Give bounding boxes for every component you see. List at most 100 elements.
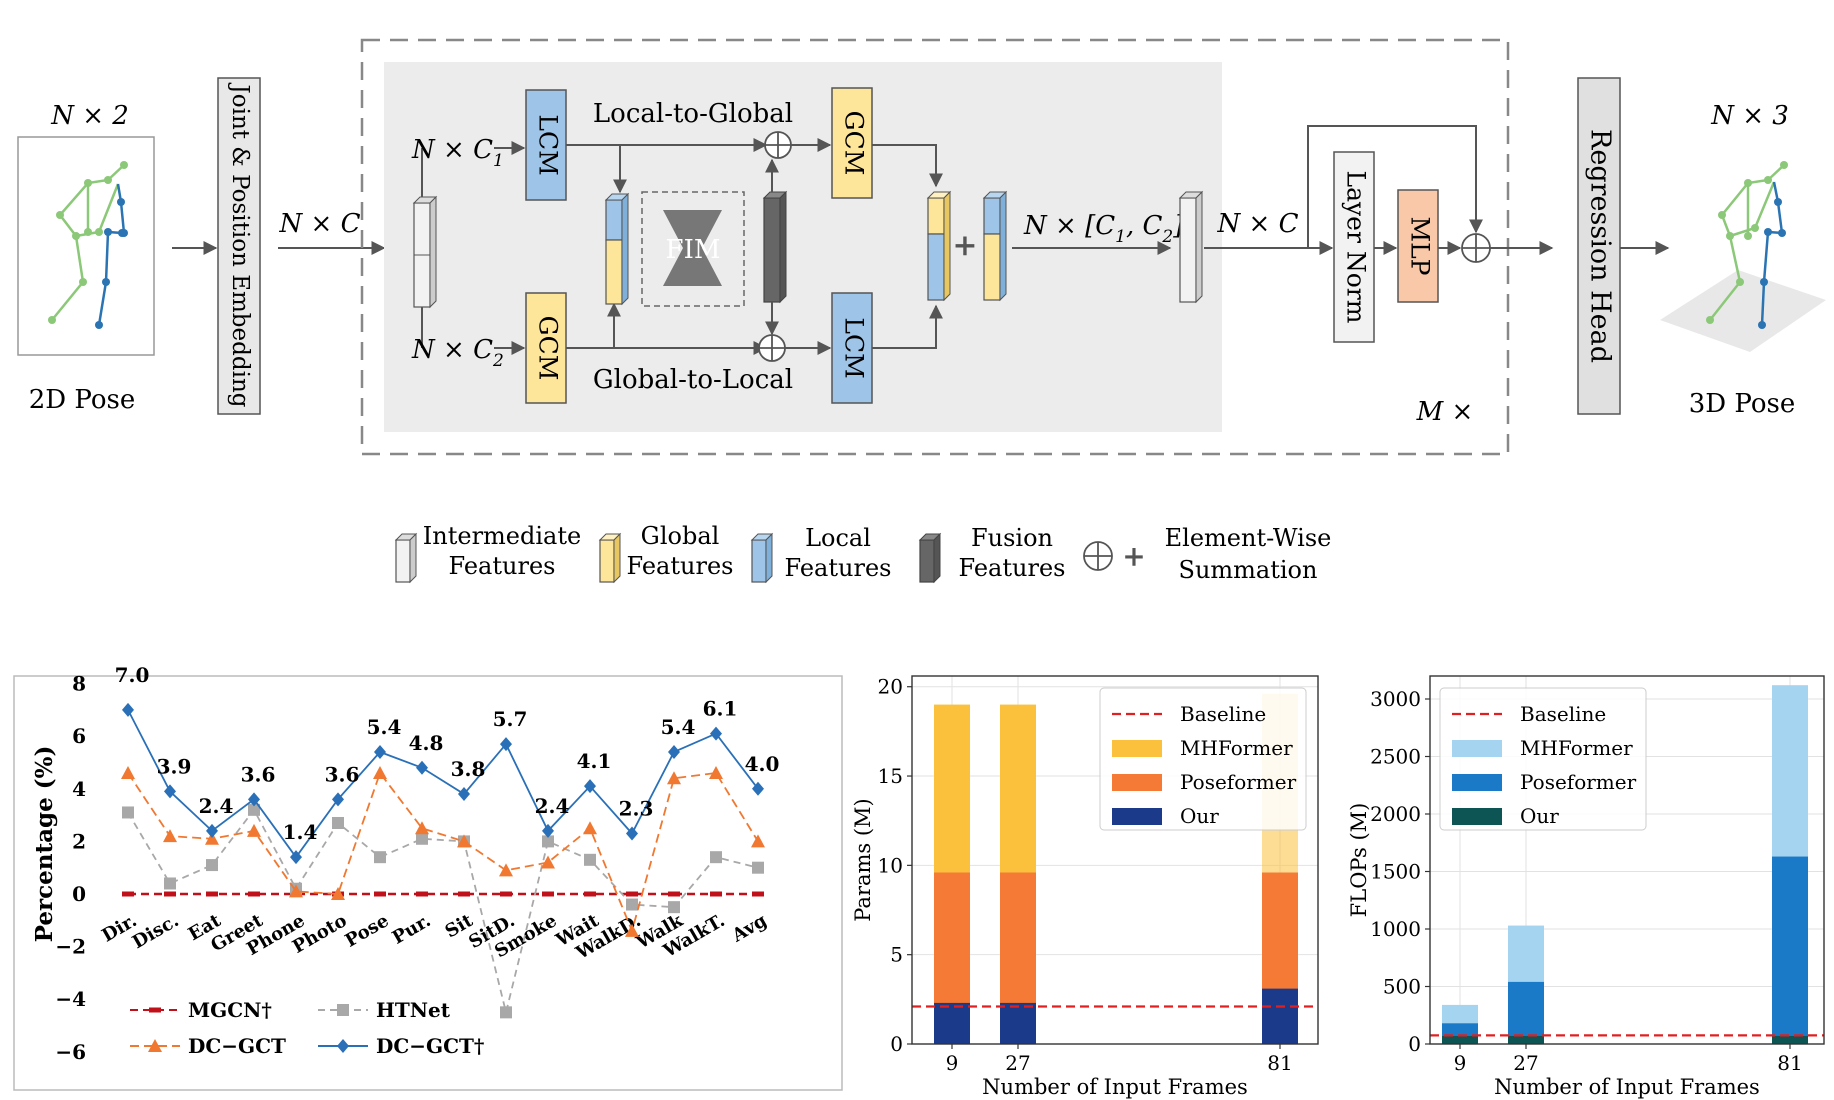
output-dim: N × 3 [1710,101,1789,131]
chart3-xlabel: Number of Input Frames [1494,1075,1760,1099]
chart1-ytick-label: −2 [55,935,86,959]
chart3-ytick-label: 500 [1383,975,1421,999]
chart1-point-diamond [206,823,218,838]
chart1-point-square [164,877,176,890]
chart1-point-diamond [122,702,134,717]
output-label: 3D Pose [1689,389,1795,419]
chart1-point-triangle [247,823,261,837]
gcm-label-top: GCM [840,111,869,176]
chart1-point-dash [500,891,512,897]
chart3-bar [1442,1035,1478,1044]
lcm-label-top: LCM [534,114,563,175]
regression-head-block [1577,77,1621,415]
residual-path [1307,125,1483,248]
merged-feature-bar [1178,190,1204,304]
chart3-ylabel: FLOPs (M) [1347,803,1371,918]
chart3-ytick-label: 0 [1408,1032,1421,1056]
chart1-legend-label: DC−GCT† [376,1034,484,1058]
chart3-bar [1508,1035,1544,1044]
legend-local-line1: Local [805,524,871,552]
chart1-point-dash [584,891,596,897]
mlp-label: MLP [1406,216,1435,275]
chart3-legend-label: Poseformer [1520,770,1637,794]
legend-fusion-swatch [918,532,942,584]
chart2-legend-marker [1112,808,1162,825]
chart1-point-triangle [625,923,639,937]
chart1-data-label: 5.4 [661,715,696,739]
chart1-point-triangle [457,834,471,848]
chart2-legend-marker [1112,740,1162,757]
chart1-legend-marker [337,1004,349,1016]
diagram-legend: Intermediate Features Global Features Lo… [394,522,1332,584]
chart2-xlabel: Number of Input Frames [982,1075,1248,1099]
chart1-point-triangle [373,766,387,780]
chart3-legend-marker [1452,740,1502,757]
chart1-point-diamond [500,737,512,752]
chart1-point-triangle [415,821,429,835]
chart1-data-label: 5.4 [367,715,402,739]
chart1-point-triangle [751,834,765,848]
legend-global-line1: Global [641,522,720,550]
chart1-series-line [127,771,759,934]
chart3-ytick-label: 1500 [1370,860,1421,884]
chart2-bar [1262,988,1298,1044]
chart1-data-label: 7.0 [115,663,150,687]
chart1-point-square [668,901,680,914]
chart1-point-square [584,853,596,866]
chart1-data-label: 4.8 [409,731,444,755]
chart1-point-dash [374,891,386,897]
chart2-legend-label: MHFormer [1180,736,1293,760]
output-skeleton [1706,161,1788,329]
chart1-point-square [206,859,218,872]
chart1-point-dash [164,891,176,897]
chart1-point-diamond [248,792,260,807]
chart1-legend-label: HTNet [376,998,451,1022]
chart3-xtick-label: 9 [1454,1051,1467,1075]
legend-local-swatch [750,532,774,584]
chart1-data-label: 2.4 [535,794,570,818]
fim-box [641,191,745,307]
legend-sum-line1: Element-Wise [1165,524,1332,552]
fusion-feature-bar [762,190,788,304]
split-feature-bar [412,195,438,309]
chart1-data-label: 3.8 [451,757,486,781]
chart2-ytick-label: 5 [890,943,903,967]
local-to-global-label: Local-to-Global [593,99,793,129]
chart1-data-label: 3.6 [325,762,360,786]
chart2-ytick-label: 15 [878,764,903,788]
chart1-point-diamond [374,744,386,759]
layer-norm-label: Layer Norm [1342,171,1371,324]
chart1-ytick-label: 8 [72,672,86,696]
chart1-point-triangle [163,829,177,843]
legend-global-line2: Features [627,552,734,580]
chart1-legend-label: DC−GCT [188,1034,286,1058]
chart1-point-square [122,806,134,819]
global-to-local-label: Global-to-Local [593,365,793,395]
chart3-legend-label: Baseline [1520,702,1606,726]
chart1-point-triangle [541,855,555,869]
chart1-point-triangle [331,887,345,900]
chart1-point-dash [668,891,680,897]
chart2-legend-box [1099,687,1307,831]
chart3-ytick-label: 3000 [1370,687,1421,711]
chart1-data-label: 3.9 [157,754,192,778]
chart1-point-diamond [710,726,722,741]
chart1-point-dash [542,891,554,897]
legend-intermediate-swatch [394,532,418,584]
chart1-point-triangle [121,766,135,780]
chart2-legend-marker [1112,774,1162,791]
lcm-label-bottom: LCM [840,317,869,378]
legend-fusion-line2: Features [959,554,1066,582]
chart1-legend-marker [148,1039,162,1052]
chart1-data-label: 3.6 [241,762,276,786]
chart1-ytick-label: 4 [72,777,86,801]
sum-circle-bottom [758,334,786,362]
chart1-point-square [710,851,722,864]
chart3-legend-label: Our [1520,804,1559,828]
chart2-ylabel: Params (M) [851,798,875,922]
chart3-frame [1429,675,1825,1045]
chart1-legend-label: MGCN† [188,998,272,1022]
